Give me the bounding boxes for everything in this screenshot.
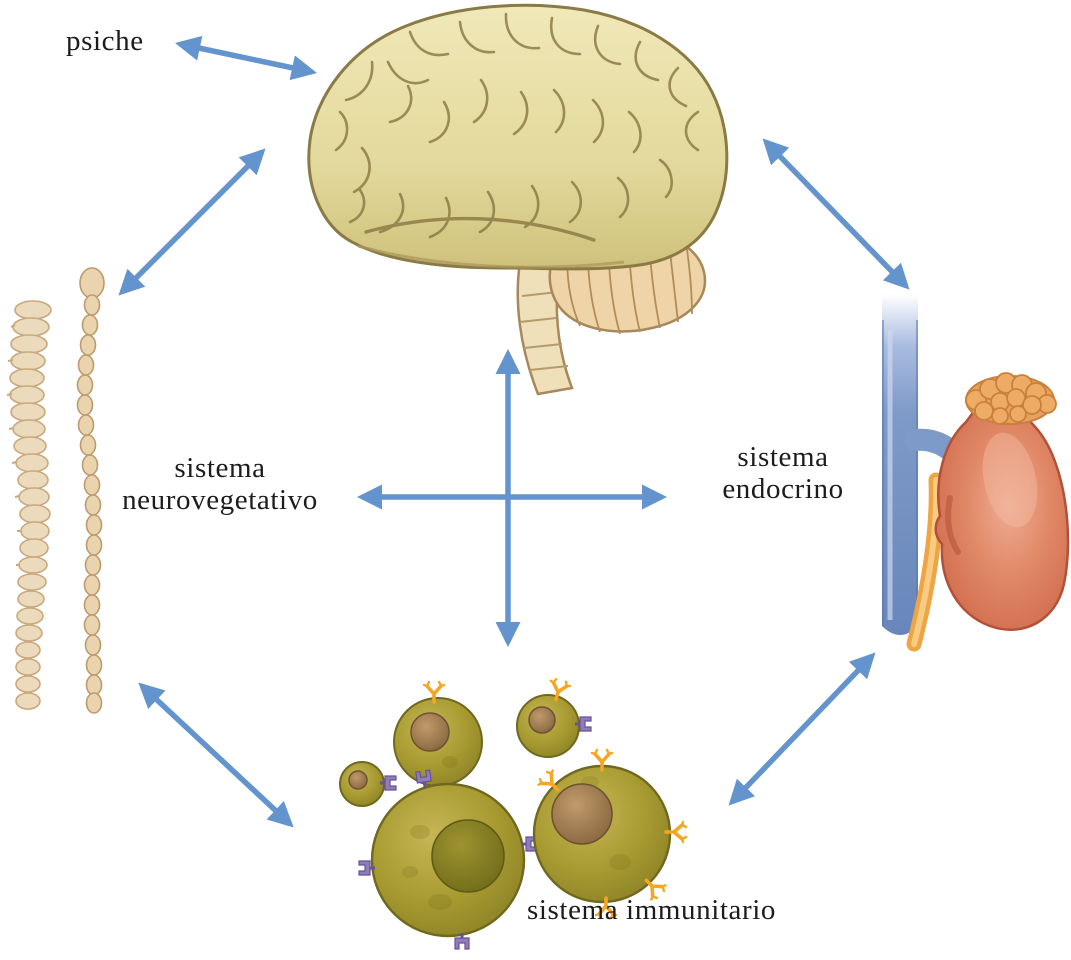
arrow-neurovegetative-immune bbox=[138, 682, 294, 828]
sympathetic-chain bbox=[76, 267, 105, 714]
kidney bbox=[934, 402, 1070, 631]
label-sistema-neurovegetativo: sistema neurovegetativo bbox=[96, 452, 344, 516]
spinal-cord-illustration bbox=[6, 267, 105, 714]
cell-nucleus bbox=[431, 819, 505, 893]
immune-cells-illustration bbox=[339, 676, 688, 951]
kidney-adrenal-illustration bbox=[882, 294, 1070, 652]
arrow-brain-endocrine bbox=[762, 138, 910, 290]
cell-nucleus bbox=[348, 770, 368, 790]
label-psiche: psiche bbox=[66, 25, 144, 57]
label-sistema-endocrino-line2: endocrino bbox=[722, 473, 844, 505]
cell-nucleus bbox=[410, 712, 450, 752]
arrow-endocrine-immune bbox=[728, 652, 876, 806]
immune-cell-small-left bbox=[339, 761, 398, 807]
immune-cell-large-right bbox=[532, 748, 688, 920]
cerebrum bbox=[307, 3, 729, 271]
label-sistema-endocrino: sistema endocrino bbox=[698, 441, 868, 505]
immune-cell-small-upper bbox=[516, 676, 593, 758]
label-sistema-neurovegetativo-line1: sistema bbox=[174, 452, 266, 484]
brain-sulci bbox=[334, 12, 700, 242]
brain-illustration bbox=[307, 3, 729, 396]
immune-cell-large-left bbox=[357, 768, 539, 951]
cell-nucleus bbox=[528, 706, 556, 734]
ureter-aorta bbox=[906, 472, 944, 652]
label-sistema-endocrino-line1: sistema bbox=[737, 441, 829, 473]
adrenal-gland bbox=[965, 372, 1057, 425]
label-sistema-neurovegetativo-line2: neurovegetativo bbox=[122, 484, 318, 516]
vertebral-column bbox=[6, 300, 52, 710]
immune-cell-medium bbox=[393, 680, 483, 787]
vena-cava bbox=[882, 294, 918, 635]
arrow-brain-neurovegetative bbox=[118, 148, 266, 296]
cell-nucleus bbox=[551, 783, 613, 845]
label-sistema-immunitario: sistema immunitario bbox=[527, 894, 777, 926]
